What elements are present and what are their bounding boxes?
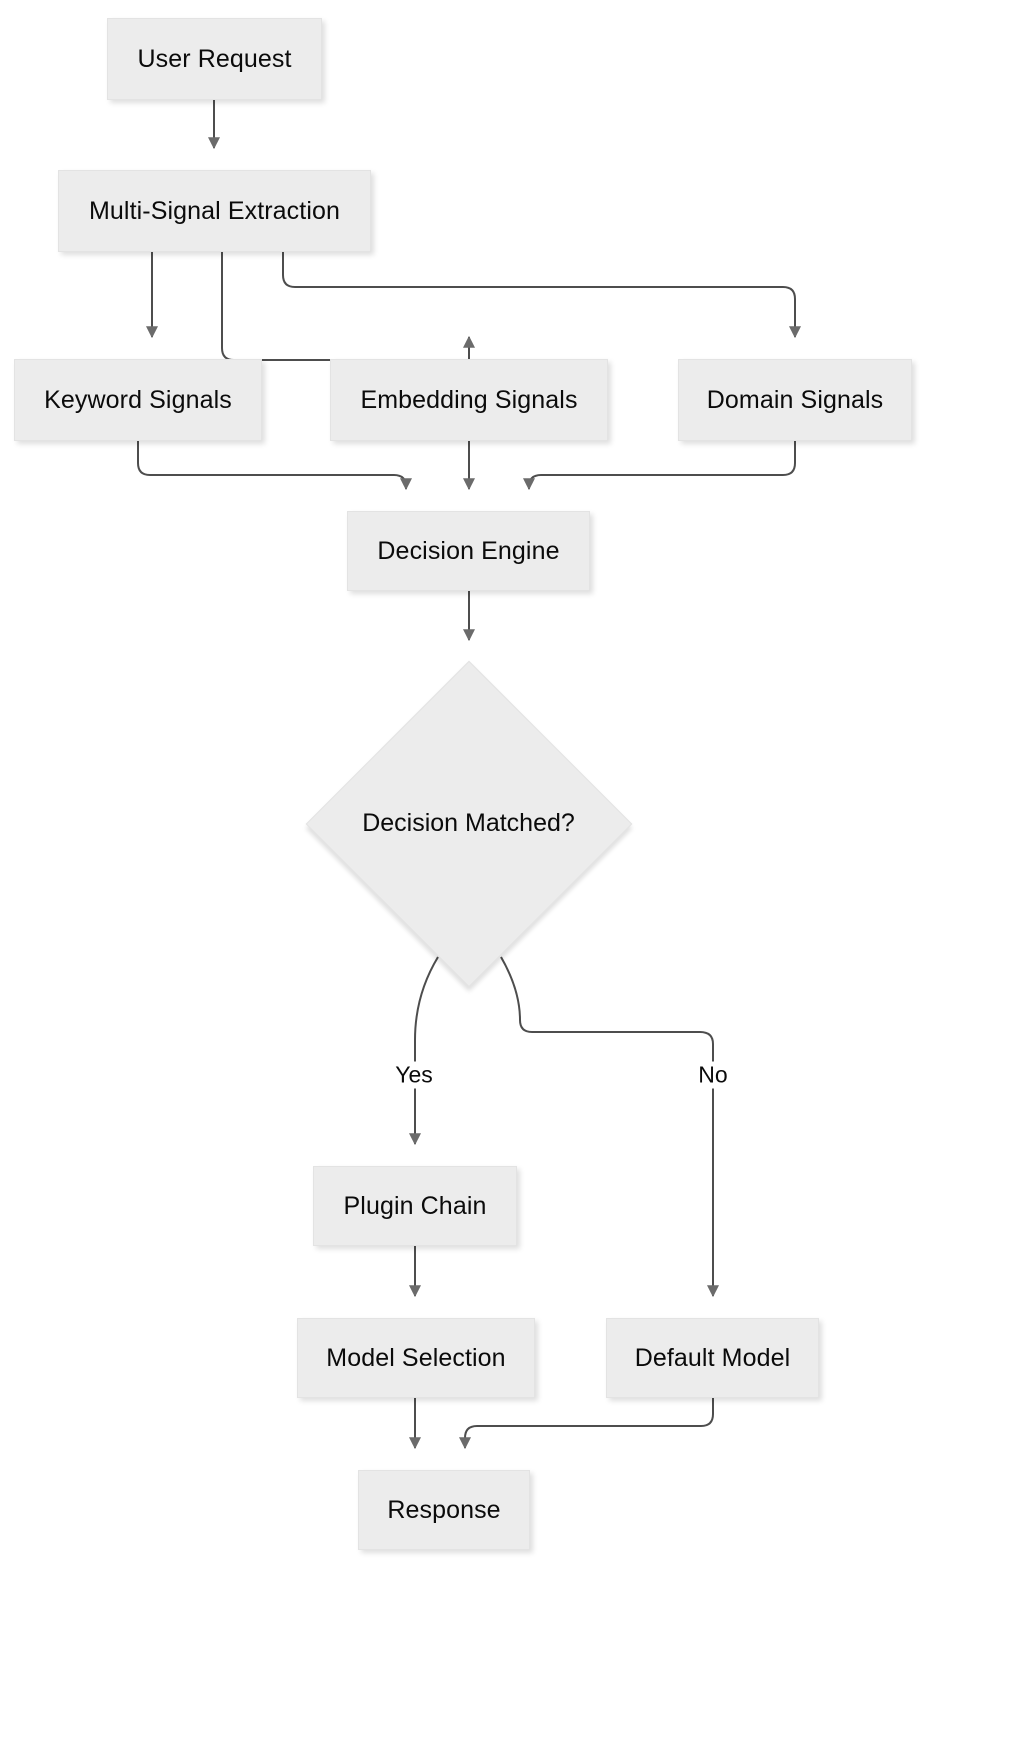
edge-decision-matched-to-plugin-chain [409,956,439,1146]
node-decision-engine[interactable]: Decision Engine [347,511,590,591]
node-default-model[interactable]: Default Model [606,1318,819,1398]
edge-domain-signals-to-decision-engine [523,441,796,491]
edge-decision-matched-to-default-model [500,956,719,1298]
node-keyword-signals[interactable]: Keyword Signals [14,359,262,441]
node-plugin-chain-label: Plugin Chain [343,1191,487,1220]
node-default-model-label: Default Model [634,1343,791,1372]
node-decision-matched[interactable]: Decision Matched? [305,660,632,987]
node-model-selection-label: Model Selection [326,1343,506,1372]
edge-multi-signal-extraction-to-embedding-signals [221,252,475,373]
edge-label-yes: Yes [392,1061,436,1089]
node-domain-signals-label: Domain Signals [706,385,884,414]
node-embedding-signals[interactable]: Embedding Signals [330,359,608,441]
node-decision-engine-label: Decision Engine [377,536,560,565]
edge-keyword-signals-to-decision-engine [137,441,412,491]
node-multi-signal-extraction[interactable]: Multi-Signal Extraction [58,170,371,252]
edge-default-model-to-response [459,1398,714,1450]
node-keyword-signals-label: Keyword Signals [44,385,232,414]
node-embedding-signals-label: Embedding Signals [360,385,578,414]
node-multi-signal-extraction-label: Multi-Signal Extraction [88,196,340,225]
node-plugin-chain[interactable]: Plugin Chain [313,1166,517,1246]
node-response[interactable]: Response [358,1470,530,1550]
node-user-request-label: User Request [137,44,292,73]
node-decision-matched-label: Decision Matched? [362,809,575,837]
node-user-request[interactable]: User Request [107,18,322,100]
node-model-selection[interactable]: Model Selection [297,1318,535,1398]
node-response-label: Response [387,1495,501,1524]
node-domain-signals[interactable]: Domain Signals [678,359,912,441]
edge-label-no: No [695,1061,731,1089]
edge-multi-signal-extraction-to-domain-signals [282,252,801,339]
